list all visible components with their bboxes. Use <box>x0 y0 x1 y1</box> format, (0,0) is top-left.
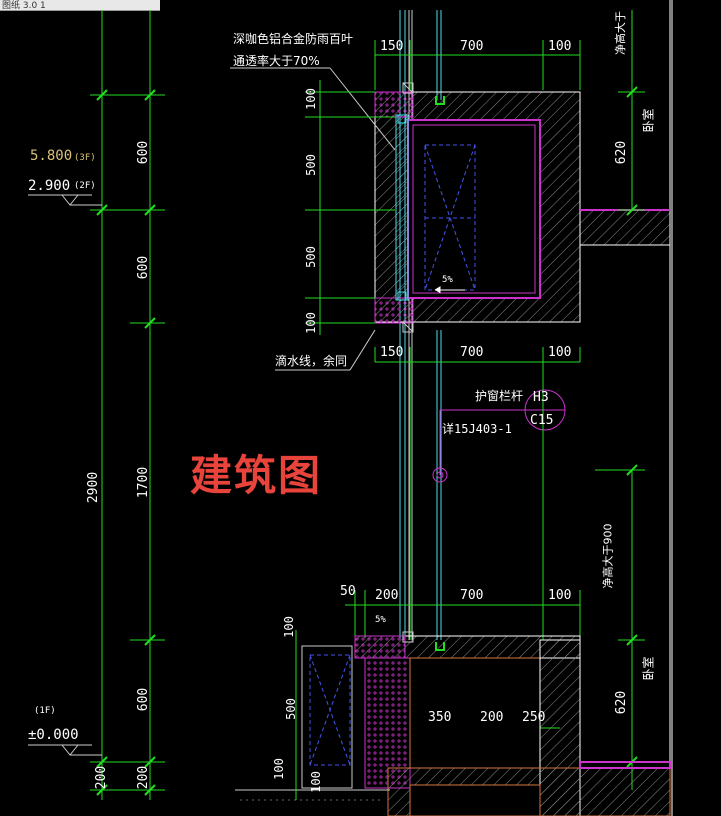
window-dim-lower-500: 500 <box>283 698 298 720</box>
mid-dim-700: 700 <box>460 345 484 360</box>
railing-note: 护窗栏杆 <box>475 389 524 403</box>
louver-note-line1: 深咖色铝合金防雨百叶 <box>233 32 354 46</box>
level-tag-2f: (2F) <box>74 181 96 191</box>
window-dim-lower-100-c: 100 <box>308 771 323 793</box>
watermark-text: 建筑图 <box>190 451 323 500</box>
upper-window-section <box>374 82 671 333</box>
window-dims <box>295 80 395 800</box>
slope-upper: 5% <box>442 275 453 285</box>
left-dimension-chain <box>90 10 165 800</box>
top-dim-700: 700 <box>460 39 484 54</box>
slope-arrow-upper <box>434 286 465 293</box>
right-label-clear-height-b: 净高大于900 <box>601 523 615 589</box>
railing-ref: 详15J403-1 <box>442 422 512 436</box>
dim-600-c: 600 <box>136 687 152 712</box>
level-mark-1f <box>28 744 102 756</box>
level-value-2f: 2.900 <box>28 178 71 194</box>
window-dim-500-a: 500 <box>303 154 318 176</box>
title-bar-text: 图纸 3.0 1 <box>2 1 46 11</box>
slope-lower: 5% <box>375 615 386 625</box>
right-label-clear-height-a: 净高大于 <box>614 11 627 55</box>
level-mark-3f <box>28 194 102 206</box>
level-value-1f: ±0.000 <box>28 727 79 743</box>
detail-bubble-top: H3 <box>533 390 549 405</box>
top-dim-100: 100 <box>548 39 572 54</box>
dim-2900: 2900 <box>86 471 102 504</box>
title-bar: 图纸 3.0 1 <box>0 0 160 11</box>
louver-note-line2: 通透率大于70% <box>233 54 320 68</box>
level-tag-3f: (3F) <box>74 153 96 163</box>
base-dim-200: 200 <box>480 710 504 725</box>
level-tag-1f: (1F) <box>34 706 56 716</box>
right-dimensions <box>595 10 645 790</box>
dim-600-a: 600 <box>136 140 152 165</box>
base-dim-250: 250 <box>522 710 546 725</box>
right-label-bedroom-b: 卧室 <box>641 656 656 681</box>
mid-dim-150: 150 <box>380 345 404 360</box>
lower-dim-700: 700 <box>460 588 484 603</box>
dim-200-outer: 200 <box>94 765 110 790</box>
level-value-3f: 5.800 <box>30 148 73 164</box>
window-dim-100-a: 100 <box>303 88 318 110</box>
mid-dim-100: 100 <box>548 345 572 360</box>
railing-callout <box>432 389 566 483</box>
top-dim-150: 150 <box>380 39 404 54</box>
lower-dim-100: 100 <box>548 588 572 603</box>
dim-200-inner: 200 <box>136 765 152 790</box>
lower-dim-50: 50 <box>340 584 356 599</box>
dim-1700: 1700 <box>136 466 152 499</box>
window-dim-lower-100-a: 100 <box>281 616 296 638</box>
detail-bubble-bottom: C15 <box>530 413 554 428</box>
window-dim-100-b: 100 <box>303 312 318 334</box>
window-dim-lower-100-b: 100 <box>271 758 286 780</box>
lower-window-section <box>235 631 671 816</box>
leader-lines <box>230 67 396 371</box>
lower-dim-200: 200 <box>375 588 399 603</box>
drip-note: 滴水线，余同 <box>275 354 348 368</box>
right-label-bedroom-a: 卧室 <box>641 108 656 133</box>
window-dim-500-b: 500 <box>303 246 318 268</box>
right-dim-620-a: 620 <box>614 140 630 165</box>
dim-600-b: 600 <box>136 255 152 280</box>
right-dim-620-b: 620 <box>614 690 630 715</box>
base-dim-350: 350 <box>428 710 452 725</box>
